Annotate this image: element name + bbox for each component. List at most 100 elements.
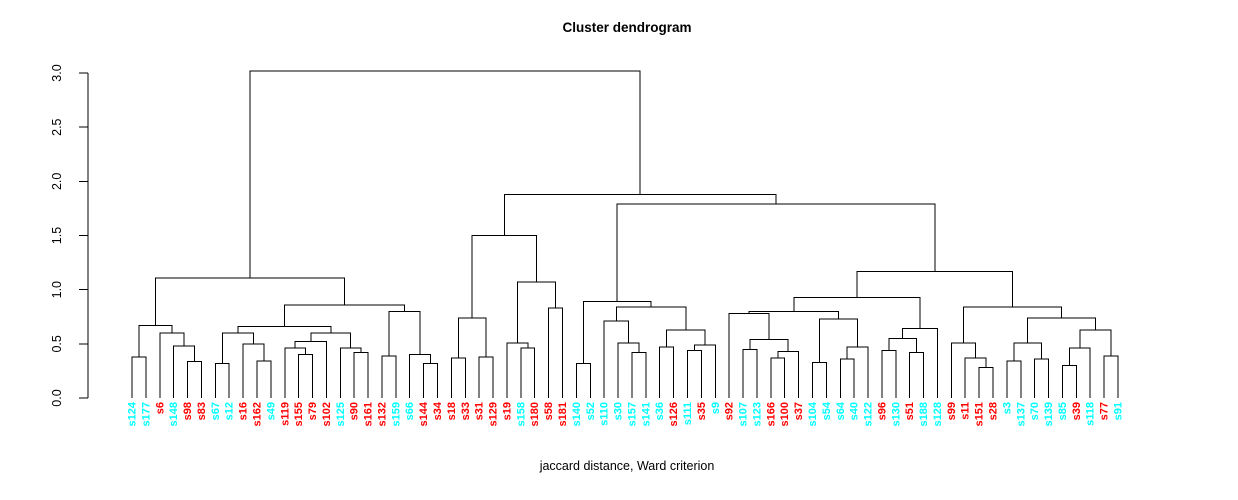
dendrogram-branch <box>409 354 432 398</box>
dendrogram-branch <box>471 235 537 318</box>
dendrogram-branch <box>659 346 675 398</box>
dendrogram-branch <box>388 310 421 356</box>
leaf-label-s151: s151 <box>974 402 986 426</box>
dendrogram-branch <box>582 301 652 364</box>
leaf-label-s99: s99 <box>946 402 958 420</box>
leaf-label-s18: s18 <box>446 402 458 420</box>
leaf-label-s37: s37 <box>793 402 805 420</box>
dendrogram-branch <box>575 362 591 398</box>
leaf-label-s155: s155 <box>293 402 305 426</box>
leaf-label-s125: s125 <box>335 402 347 426</box>
dendrogram-branch <box>339 347 362 398</box>
dendrogram-branch <box>963 306 1063 343</box>
leaf-label-s64: s64 <box>835 401 847 420</box>
dendrogram-branch <box>283 304 406 327</box>
leaf-label-s90: s90 <box>349 402 361 420</box>
leaf-label-s92: s92 <box>724 402 736 420</box>
dendrogram-branch <box>284 347 307 398</box>
leaf-label-s30: s30 <box>613 402 625 420</box>
leaf-label-s19: s19 <box>501 402 513 420</box>
y-tick-label: 0.5 <box>50 335 64 352</box>
dendrogram-branch <box>964 357 987 398</box>
dendrogram-branch <box>686 349 702 398</box>
dendrogram-branch <box>793 296 921 329</box>
leaf-label-s122: s122 <box>863 402 875 426</box>
y-tick-label: 1.0 <box>50 281 64 298</box>
leaf-label-s129: s129 <box>488 402 500 426</box>
dendrogram-branch <box>728 313 770 398</box>
leaf-label-s107: s107 <box>738 402 750 426</box>
dendrogram-branch <box>138 324 173 357</box>
leaf-label-s188: s188 <box>918 402 930 426</box>
dendrogram-branch <box>450 357 466 398</box>
dendrogram-branch <box>603 320 629 398</box>
leaf-label-s123: s123 <box>751 402 763 426</box>
leaf-label-s162: s162 <box>251 402 263 426</box>
dendrogram-branch <box>503 193 777 236</box>
dendrogram-branch <box>748 310 840 319</box>
dendrogram-branch <box>310 332 352 349</box>
dendrogram-branch <box>978 367 994 398</box>
chart-title: Cluster dendrogram <box>562 20 692 35</box>
dendrogram-branch <box>839 358 855 398</box>
dendrogram-branch <box>749 339 789 352</box>
dendrogram-branch <box>615 306 687 330</box>
leaf-label-s128: s128 <box>932 402 944 426</box>
dendrogram-branch <box>548 307 564 398</box>
leaf-label-s148: s148 <box>168 402 180 426</box>
dendrogram-branch <box>256 360 272 398</box>
dendrogram-branch <box>616 203 936 302</box>
dendrogram-branch <box>902 328 938 398</box>
dendrogram-branch <box>173 345 195 398</box>
leaf-label-s130: s130 <box>890 402 902 426</box>
leaf-label-s51: s51 <box>904 402 916 420</box>
leaf-label-s36: s36 <box>654 402 666 420</box>
dendrogram-branch <box>811 361 827 398</box>
x-axis-label: jaccard distance, Ward criterion <box>539 459 715 473</box>
leaf-label-s140: s140 <box>571 402 583 426</box>
leaf-label-s6: s6 <box>154 402 166 414</box>
leaf-label-s40: s40 <box>849 402 861 420</box>
leaf-label-s137: s137 <box>1015 402 1027 426</box>
leaf-label-s118: s118 <box>1085 402 1097 426</box>
dendrogram-branch <box>520 347 536 398</box>
y-axis: 0.00.51.01.52.02.53.0 <box>50 64 89 407</box>
y-tick-label: 2.5 <box>50 118 64 135</box>
leaf-label-s58: s58 <box>543 402 555 420</box>
dendrogram-branch <box>742 348 758 398</box>
dendrogram-branch <box>1034 358 1050 398</box>
leaf-label-s157: s157 <box>626 402 638 426</box>
dendrogram-branch <box>381 355 397 398</box>
dendrogram-branch <box>1027 317 1096 343</box>
dendrogram-branch <box>159 332 185 398</box>
leaf-label-s161: s161 <box>363 402 375 426</box>
dendrogram-branch <box>478 356 494 398</box>
y-tick-label: 1.5 <box>50 227 64 244</box>
dendrogram-branch <box>846 346 869 398</box>
leaf-label-s67: s67 <box>210 402 222 420</box>
leaf-label-s79: s79 <box>307 402 319 420</box>
leaf-label-s100: s100 <box>779 402 791 426</box>
leaf-label-s158: s158 <box>515 402 527 426</box>
leaf-label-s28: s28 <box>988 402 1000 420</box>
leaf-label-s102: s102 <box>321 402 333 426</box>
leaf-label-s126: s126 <box>668 402 680 426</box>
leaf-label-s177: s177 <box>140 402 152 426</box>
leaf-label-s16: s16 <box>238 402 250 420</box>
dendrogram-branch <box>221 332 255 364</box>
dendrogram-branch <box>131 356 147 398</box>
dendrogram-branch <box>909 352 925 398</box>
dendrogram-branch <box>249 70 641 278</box>
leaf-label-s54: s54 <box>821 401 833 420</box>
dendrogram-branch <box>516 281 557 343</box>
dendrogram-branch <box>1068 347 1091 398</box>
leaf-label-s181: s181 <box>557 402 569 426</box>
leaf-label-s70: s70 <box>1029 402 1041 420</box>
dendrogram-branch <box>617 342 640 398</box>
leaf-label-s49: s49 <box>265 402 277 420</box>
leaf-label-s104: s104 <box>807 401 819 426</box>
leaf-label-s96: s96 <box>876 402 888 420</box>
